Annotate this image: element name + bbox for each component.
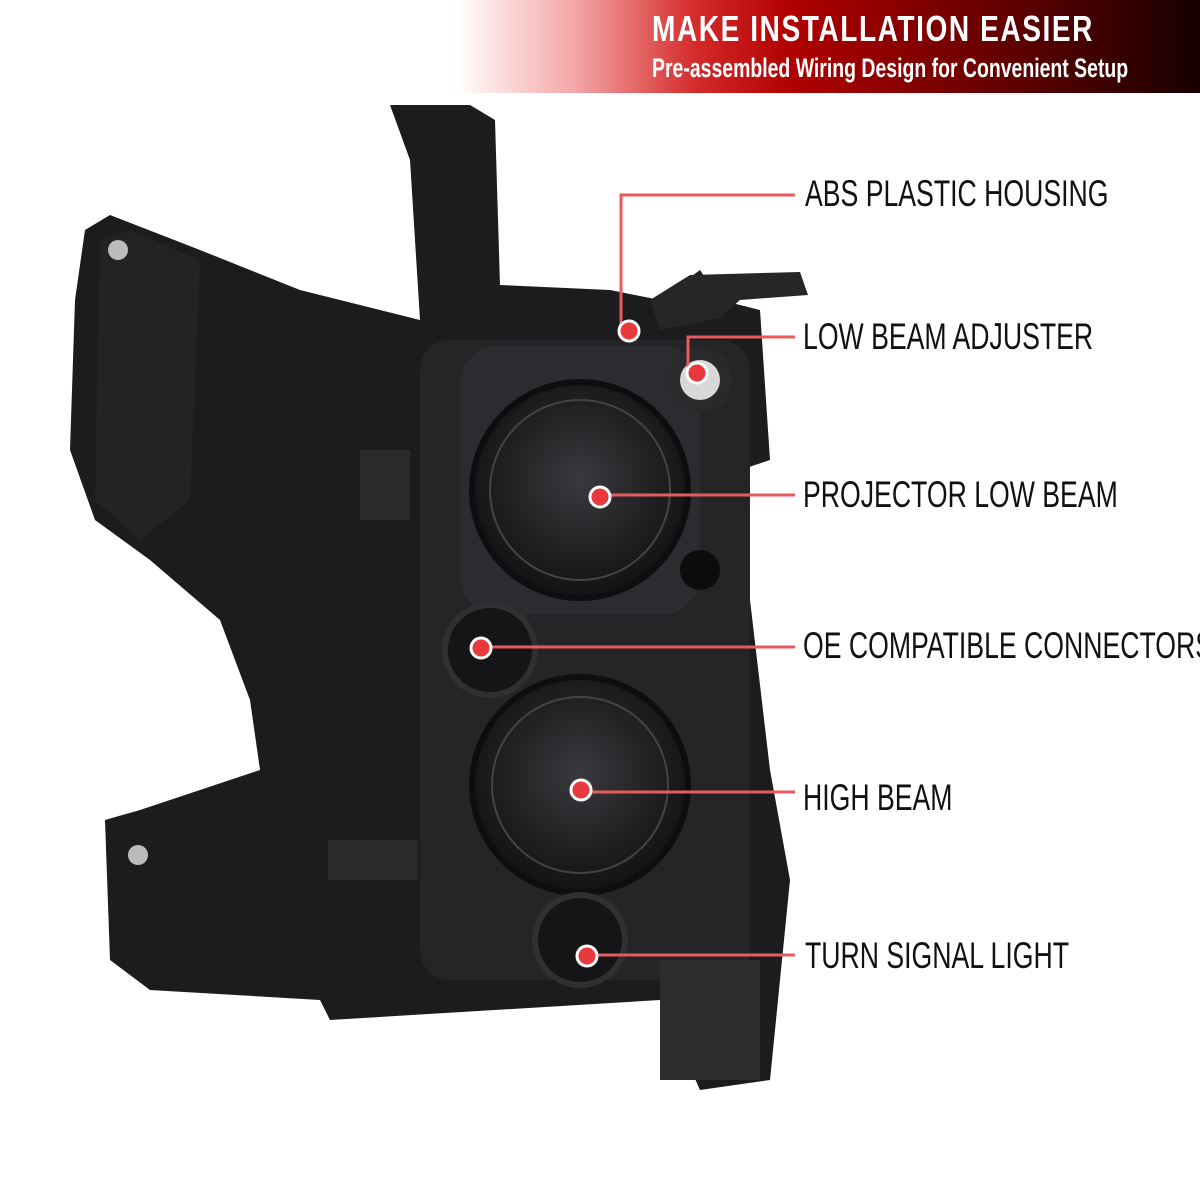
- callout-oe-compatible-connectors: OE COMPATIBLE CONNECTORS: [803, 625, 1200, 666]
- callout-dots: [469, 319, 709, 968]
- callout-dot: [617, 319, 641, 343]
- headlight-housing: [70, 105, 808, 1090]
- callout-abs-plastic-housing: ABS PLASTIC HOUSING: [805, 173, 1109, 214]
- callout-low-beam-adjuster: LOW BEAM ADJUSTER: [803, 316, 1094, 357]
- callout-dot: [588, 485, 612, 509]
- callout-dot: [469, 636, 493, 660]
- callout-dot: [569, 778, 593, 802]
- banner-title: MAKE INSTALLATION EASIER: [652, 8, 1095, 49]
- callout-lines: [481, 193, 795, 957]
- projector-low-beam-lens: [469, 379, 691, 601]
- callout-projector-low-beam: PROJECTOR LOW BEAM: [803, 474, 1118, 515]
- turn-signal-socket: [532, 892, 628, 988]
- callout-dot: [575, 944, 599, 968]
- callout-high-beam: HIGH BEAM: [803, 777, 953, 818]
- banner-subtitle: Pre-assembled Wiring Design for Convenie…: [652, 53, 1129, 83]
- callout-dot: [685, 361, 709, 385]
- callout-turn-signal-light: TURN SIGNAL LIGHT: [805, 935, 1069, 976]
- header-banner: MAKE INSTALLATION EASIER Pre-assembled W…: [0, 0, 1200, 93]
